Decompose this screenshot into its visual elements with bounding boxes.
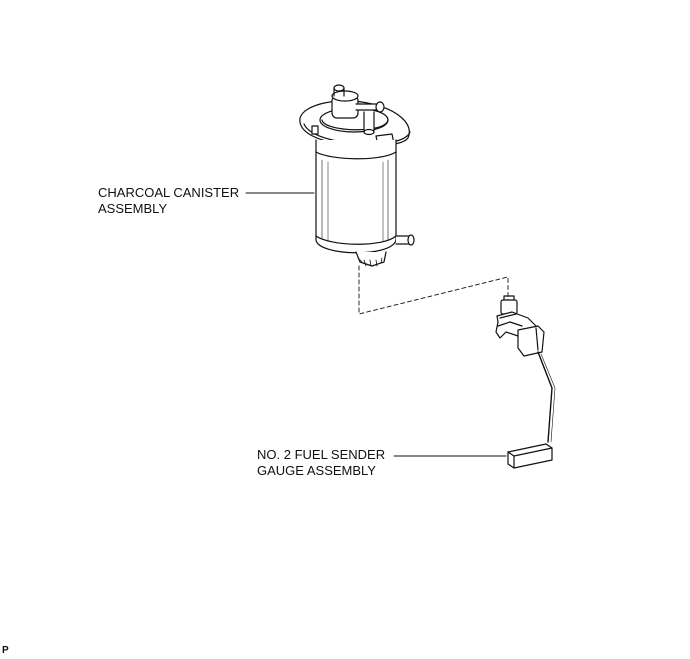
float-arm xyxy=(537,351,553,443)
alignment-dashed-line xyxy=(358,265,509,315)
fuel-sender-gauge-label-line1: NO. 2 FUEL SENDER xyxy=(257,447,386,462)
charcoal-canister-illustration xyxy=(299,84,415,267)
charcoal-canister-label-line1: CHARCOAL CANISTER xyxy=(98,185,240,200)
corner-mark: P xyxy=(2,645,9,656)
charcoal-canister-label: CHARCOAL CANISTER ASSEMBLY xyxy=(98,185,239,217)
fuel-sender-gauge-illustration xyxy=(495,295,556,469)
charcoal-canister-label-line2: ASSEMBLY xyxy=(98,201,168,216)
canister-body xyxy=(315,139,397,254)
fuel-sender-gauge-label-line2: GAUGE ASSEMBLY xyxy=(257,463,376,478)
fuel-sender-gauge-label: NO. 2 FUEL SENDER GAUGE ASSEMBLY xyxy=(257,447,385,479)
